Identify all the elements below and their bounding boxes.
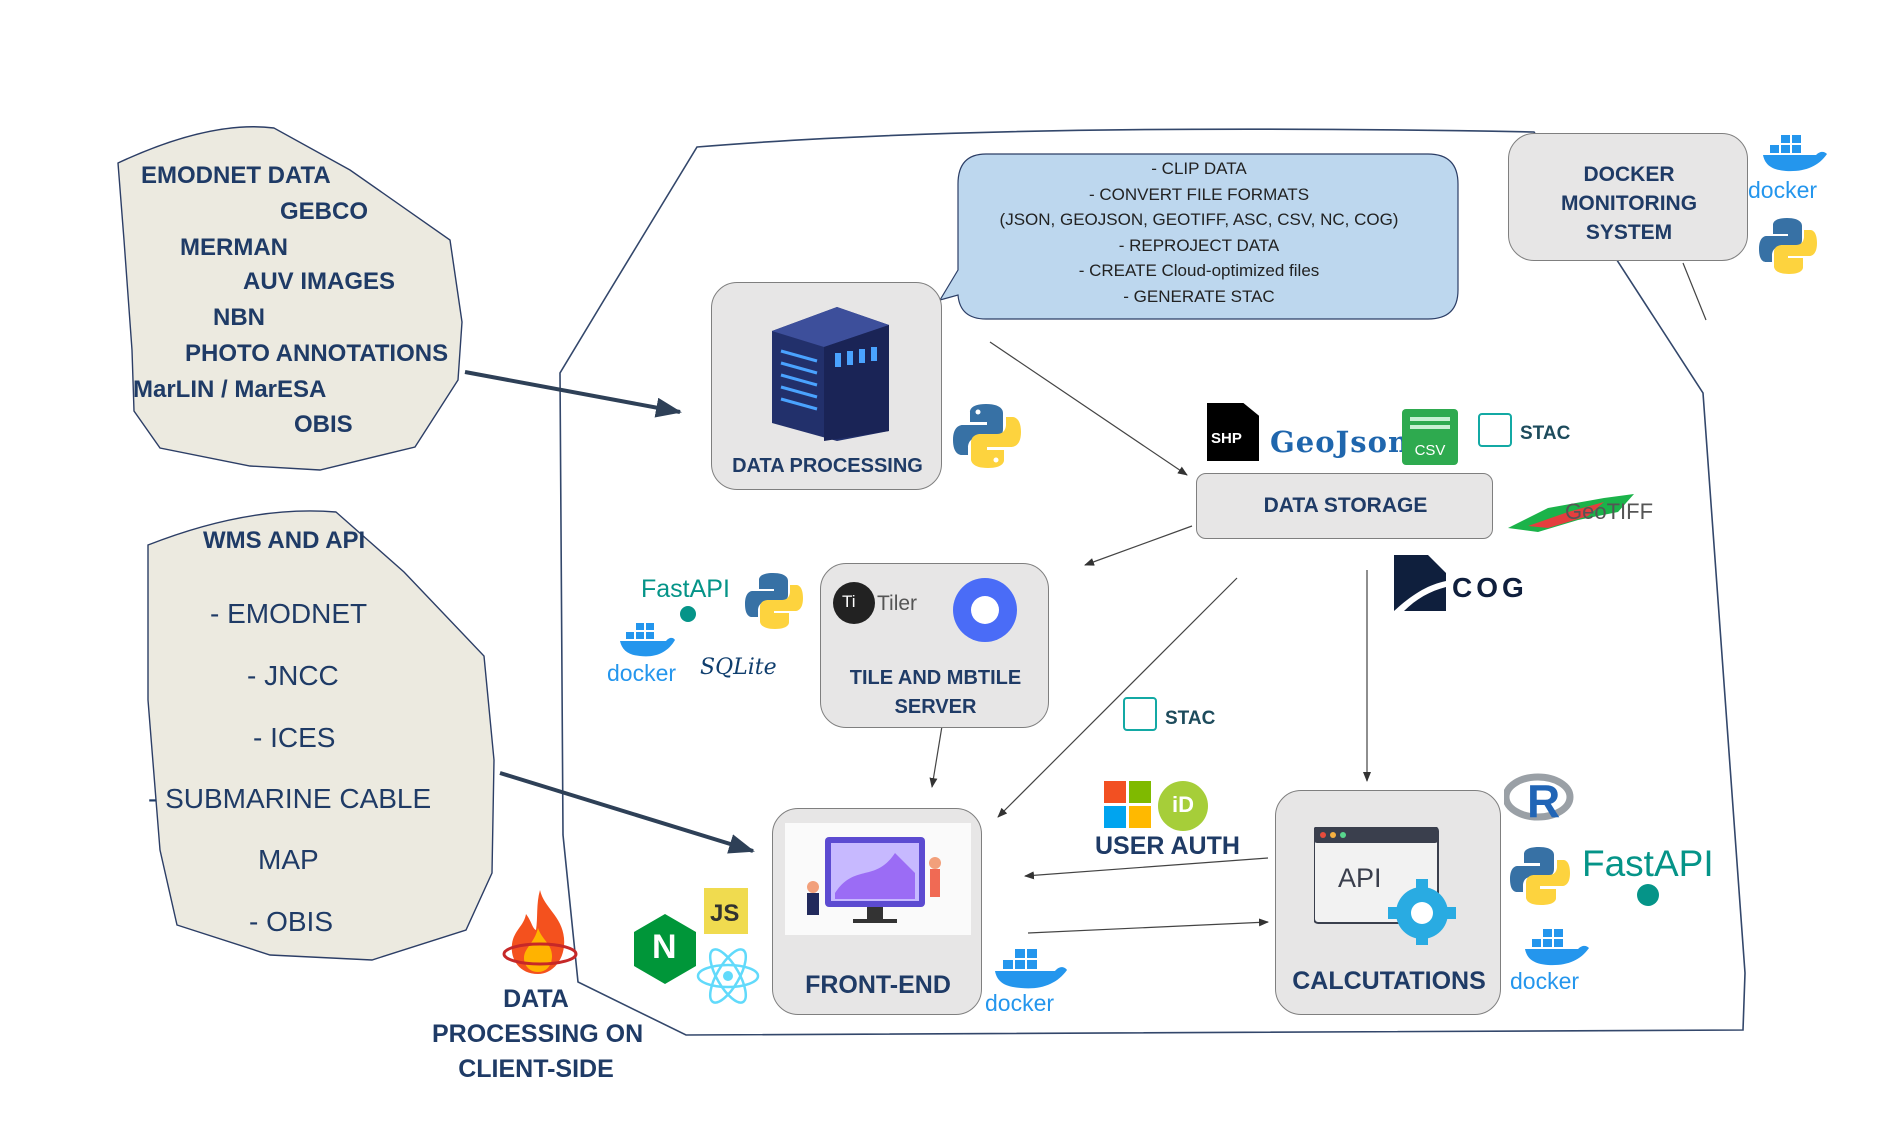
docker-label-calc: docker (1510, 968, 1580, 994)
fastapi-logo-calc: FastAPI (1582, 843, 1714, 884)
front-end-node: FRONT-END (772, 808, 982, 1015)
tiler-icon: Ti (833, 582, 875, 624)
tile-server-label: TILE AND MBTILE SERVER (849, 667, 1022, 718)
stac-label-top: STAC (1520, 423, 1571, 444)
source-marlin: MarLIN / MarESA (133, 376, 327, 403)
sqlite-logo: SQLite (700, 655, 777, 680)
arrow-storage-to-tiler (1084, 525, 1193, 566)
op-cog: - CREATE Cloud-optimized files (1078, 261, 1320, 280)
calculations-node: API CALCUTATIONS (1275, 790, 1501, 1015)
data-storage-node: DATA STORAGE (1196, 473, 1493, 539)
op-convert: - CONVERT FILE FORMATS (1088, 184, 1310, 204)
docker-label-monitor: docker (1748, 177, 1818, 203)
user-auth-label: USER AUTH (1095, 832, 1240, 860)
wms-map: MAP (258, 844, 319, 875)
fastapi-logo-tiler: FastAPI (641, 575, 730, 603)
geojson-logo: GeoJson (1270, 425, 1411, 459)
geotiff-icon (1508, 494, 1634, 532)
wms-submarine-cable: - SUBMARINE CABLE (148, 783, 432, 814)
react-icon (696, 948, 760, 1004)
shp-icon: SHP (1207, 403, 1259, 461)
docker-monitor-line (1682, 262, 1707, 321)
data-sources-blob (117, 126, 463, 471)
arrow-calc-to-frontend (1024, 857, 1269, 880)
docker-icon (1763, 135, 1827, 172)
nginx-icon (634, 914, 696, 984)
csv-icon: CSV (1402, 409, 1458, 465)
docker-icon (995, 949, 1067, 989)
data-processing-label: DATA PROCESSING (732, 455, 923, 477)
system-boundary (559, 128, 1746, 1036)
martin-icon (953, 578, 1017, 642)
source-gebco: GEBCO (280, 198, 369, 225)
microsoft-icon (1104, 781, 1151, 828)
wms-api-blob (147, 510, 495, 961)
fastapi-bolt-icon (1637, 884, 1659, 906)
docker-label-frontend: docker (985, 990, 1055, 1016)
source-auv-images: AUV IMAGES (243, 268, 396, 295)
wms-jncc: - JNCC (247, 660, 339, 691)
python-icon (745, 573, 803, 629)
arrow-storage-to-frontend (997, 577, 1238, 818)
orcid-icon: iD (1158, 781, 1208, 831)
op-clip: - CLIP DATA (1151, 159, 1247, 178)
javascript-icon: JS (704, 888, 748, 934)
fire-icon (502, 890, 578, 974)
arrow-frontend-to-calc (1027, 918, 1269, 934)
source-obis: OBIS (294, 411, 353, 438)
fastapi-bolt-icon (680, 606, 696, 622)
data-storage-label: DATA STORAGE (1263, 494, 1428, 517)
nginx-label: N (652, 928, 677, 966)
source-merman: MERMAN (180, 234, 288, 261)
wms-title: WMS AND API (203, 527, 366, 554)
tiler-label: Tiler (877, 592, 918, 615)
source-nbn: NBN (213, 304, 265, 331)
source-photo-annotations: PHOTO ANNOTATIONS (185, 340, 449, 367)
stac-icon (1478, 413, 1512, 447)
operations-callout (938, 153, 1459, 320)
geotiff-label: GeoTIFF (1565, 499, 1654, 524)
op-stac: - GENERATE STAC (1123, 286, 1275, 306)
op-reproject: - REPROJECT DATA (1118, 235, 1280, 255)
r-icon (1504, 773, 1574, 821)
docker-icon (1525, 929, 1589, 966)
cog-icon (1394, 555, 1446, 611)
docker-label-tiler: docker (607, 660, 677, 686)
docker-monitoring-node: DOCKER MONITORING SYSTEM (1508, 133, 1748, 261)
r-label: R (1527, 775, 1561, 827)
api-gear-icon (1314, 827, 1456, 945)
cog-label: COG (1452, 572, 1528, 603)
front-end-label: FRONT-END (805, 971, 951, 999)
python-icon (1759, 218, 1817, 274)
frontend-illustration-icon (785, 823, 971, 935)
stac-label-middle: STAC (1165, 708, 1216, 729)
arrow-wms-to-frontend (499, 771, 755, 854)
wms-ices: - ICES (253, 722, 336, 753)
source-emodnet-data: EMODNET DATA (141, 162, 331, 189)
wms-obis: - OBIS (249, 906, 334, 937)
arrow-sources-to-processing (464, 370, 682, 418)
data-processing-node: DATA PROCESSING (711, 282, 942, 490)
api-label: API (1338, 863, 1382, 893)
client-side-processing-label: DATA PROCESSING ON CLIENT-SIDE (432, 985, 644, 1083)
python-icon (1510, 847, 1570, 905)
docker-icon (620, 623, 675, 657)
arrow-tiler-to-frontend (929, 719, 944, 788)
docker-monitoring-label: DOCKER MONITORING SYSTEM (1560, 163, 1698, 244)
calculations-label: CALCUTATIONS (1292, 967, 1486, 995)
server-icon (772, 307, 889, 441)
op-formats: (JSON, GEOJSON, GEOTIFF, ASC, CSV, NC, C… (999, 210, 1399, 229)
operations-list: - CLIP DATA - CONVERT FILE FORMATS (JSON… (952, 156, 1446, 309)
wms-emodnet: - EMODNET (210, 598, 368, 629)
arrow-processing-to-storage (989, 341, 1188, 476)
stac-icon (1123, 697, 1157, 731)
python-icon (953, 404, 1021, 468)
tile-server-node: Ti Tiler TILE AND MBTILE SERVER (820, 563, 1049, 728)
